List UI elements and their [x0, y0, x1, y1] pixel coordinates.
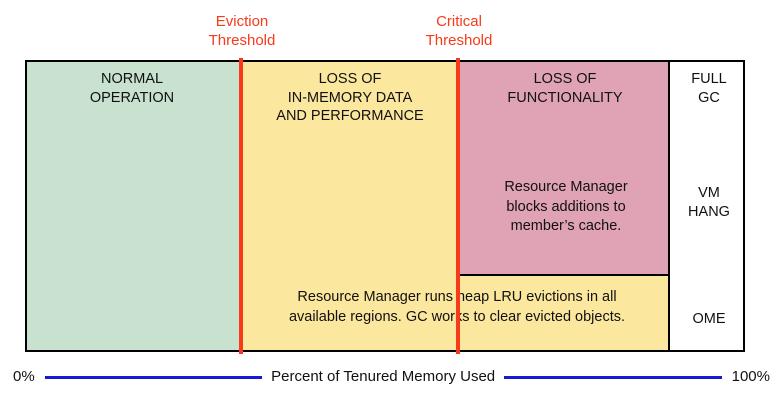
axis-row: 0% Percent of Tenured Memory Used 100% — [0, 365, 783, 389]
axis-rule-right — [504, 375, 722, 379]
band-loss-of-in-memory-data — [241, 62, 457, 350]
band-outcomes-column — [670, 62, 743, 350]
critical-threshold-rule — [456, 58, 460, 354]
eviction-threshold-label: Eviction Threshold — [208, 13, 276, 49]
band-loss-of-in-memory-data-title: LOSS OF IN-MEMORY DATA AND PERFORMANCE — [276, 71, 424, 124]
band-eviction-strip — [457, 276, 670, 350]
critical-threshold-label: Critical Threshold — [425, 13, 493, 49]
outcome-label-vm-hang: VM HANG — [688, 185, 730, 220]
band-normal-operation-title: NORMAL OPERATION — [89, 71, 175, 106]
axis-rule-left — [44, 375, 263, 379]
resource-manager-blocks-note: Resource Manager blocks additions to mem… — [504, 179, 628, 234]
band-loss-of-functionality-title: LOSS OF FUNCTIONALITY — [507, 71, 623, 106]
outcome-label-full-gc: FULL GC — [691, 71, 727, 106]
band-normal-operation — [27, 62, 241, 350]
axis-start-label: 0% — [13, 368, 35, 385]
axis-end-label: 100% — [731, 368, 770, 385]
axis-caption: Percent of Tenured Memory Used — [271, 368, 496, 385]
outcome-label-ome: OME — [692, 311, 726, 327]
resource-manager-evictions-note: Resource Manager runs heap LRU evictions… — [288, 289, 626, 325]
chart-frame — [25, 60, 745, 352]
eviction-threshold-rule — [239, 58, 243, 354]
band-loss-of-functionality — [457, 62, 670, 276]
